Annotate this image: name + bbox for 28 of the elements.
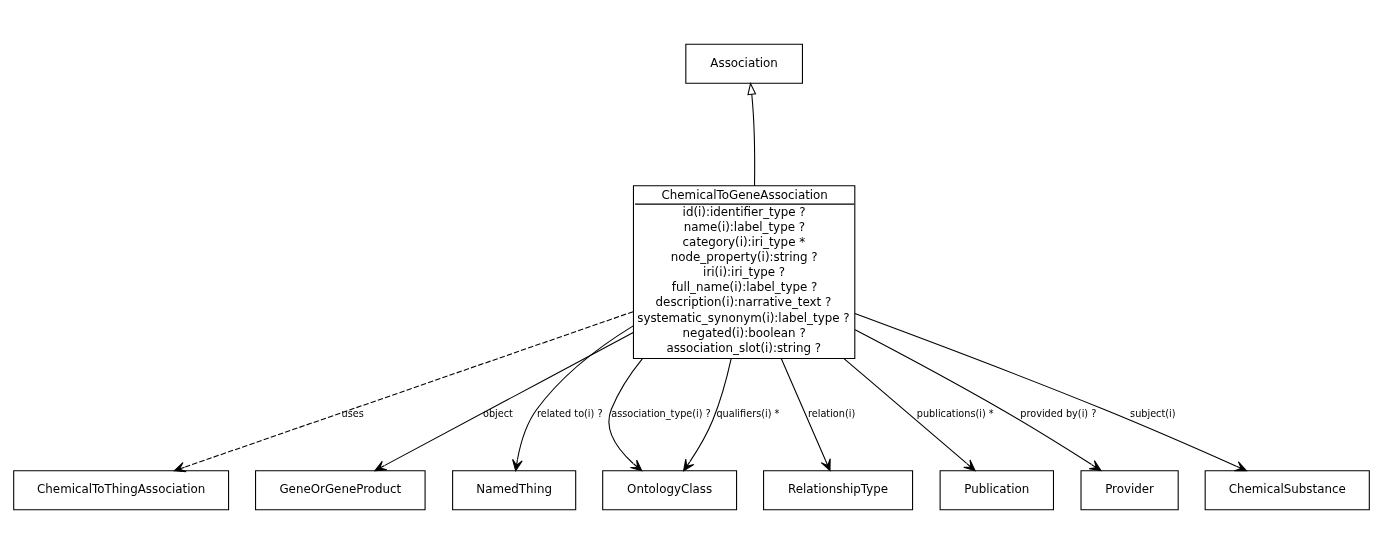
arrow: [843, 357, 976, 471]
arrow: [780, 357, 831, 471]
arrow: [747, 81, 757, 186]
edge-label: object: [483, 407, 513, 419]
edge-label: relation(i): [807, 407, 856, 419]
node-box: NamedThing: [452, 469, 577, 510]
node-box: ChemicalSubstance: [1204, 469, 1370, 510]
edge-label: uses: [341, 407, 364, 419]
arrow: [173, 310, 634, 472]
arrow: [683, 357, 732, 471]
arrow: [854, 328, 1102, 471]
node-box: OntologyClass: [602, 469, 738, 510]
edge-label: publications(i) *: [916, 407, 994, 419]
edge-label: provided by(i) ?: [1020, 407, 1097, 419]
edge-label: subject(i): [1130, 407, 1176, 419]
node-box: GeneOrGeneProduct: [255, 469, 426, 510]
node-box: RelationshipType: [763, 469, 914, 510]
edge-label: qualifiers(i) *: [716, 407, 780, 419]
node-box: Provider: [1080, 469, 1179, 510]
arrow: [608, 357, 643, 471]
node-box: Association: [685, 43, 803, 84]
edge-label: related to(i) ?: [536, 407, 603, 419]
node-box: ChemicalToThingAssociation: [13, 469, 230, 510]
arrow: [374, 331, 634, 471]
node-box: Publication: [939, 469, 1054, 510]
arrow: [512, 324, 634, 471]
edge-label: association_type(i) ?: [611, 407, 711, 419]
arrow: [854, 312, 1247, 471]
